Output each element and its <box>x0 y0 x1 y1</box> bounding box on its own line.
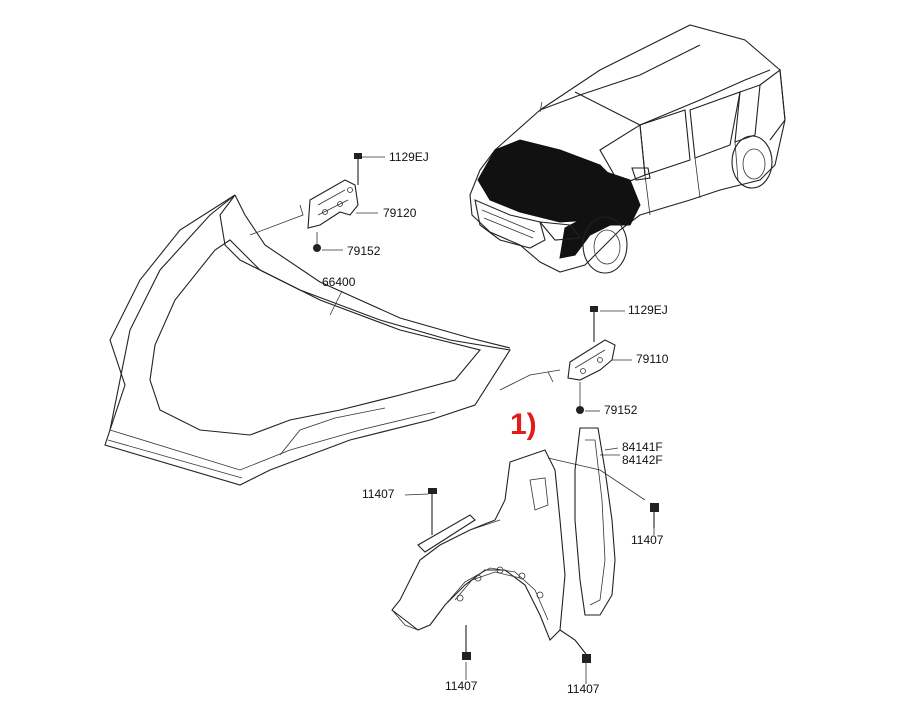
bolt-icon <box>428 488 437 535</box>
part-label-fender-bolt-right: 11407 <box>631 533 664 547</box>
callout-marker: 1) <box>510 408 537 441</box>
part-label-nut-right: 79152 <box>604 403 638 417</box>
part-label-nut-left: 79152 <box>347 244 381 258</box>
part-label-hood-panel: 66400 <box>322 275 356 289</box>
bolt-icon <box>650 503 659 528</box>
vehicle-locator-icon <box>469 24 786 274</box>
hinge-right-assembly <box>499 339 616 391</box>
hood-panel <box>104 194 511 486</box>
bolt-icon <box>354 153 362 185</box>
nut-icon <box>576 382 584 414</box>
nut-icon <box>313 232 321 252</box>
hinge-left-assembly <box>249 179 359 236</box>
part-label-hinge-left: 79120 <box>383 206 417 220</box>
part-label-fender-bolt-bottom-right: 11407 <box>567 682 600 696</box>
fender-panel <box>391 449 646 641</box>
fender-liner <box>574 427 619 616</box>
part-label-hinge-right: 79110 <box>636 352 669 366</box>
bolt-icon <box>559 629 591 663</box>
part-label-bolt-hood-hinge-left: 1129EJ <box>389 150 429 164</box>
bolt-icon <box>590 306 598 342</box>
part-label-bolt-hood-hinge-right: 1129EJ <box>628 303 668 317</box>
leader-lines <box>322 156 655 684</box>
bolt-icon <box>462 625 471 660</box>
part-label-fender-bolt-top-left: 11407 <box>362 487 395 501</box>
part-label-fender-liner-a: 84141F <box>622 440 663 454</box>
part-label-fender-liner-b: 84142F <box>622 453 663 467</box>
part-label-fender-bolt-bottom-left: 11407 <box>445 679 478 693</box>
